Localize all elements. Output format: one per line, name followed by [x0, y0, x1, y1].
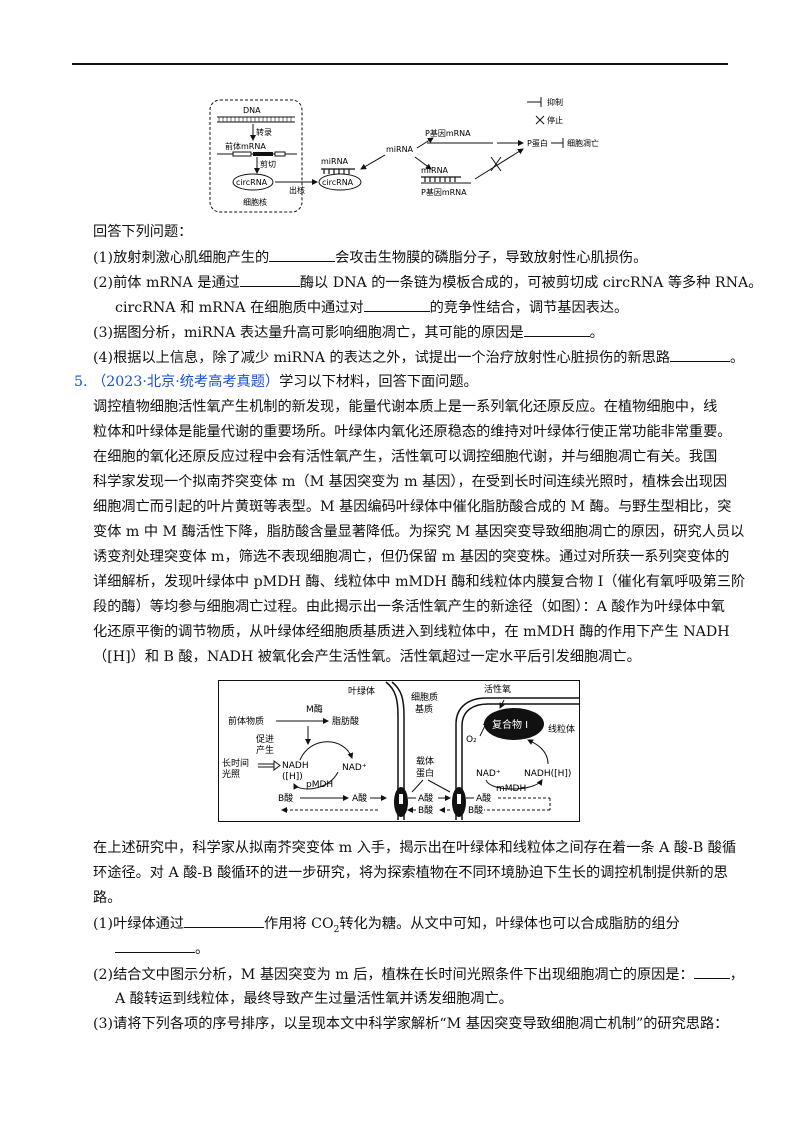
question-number: 5.: [74, 374, 88, 390]
promote-label-2: 产生: [256, 744, 274, 756]
answer-blank[interactable]: [693, 964, 730, 979]
b-acid-left-label: B酸: [278, 793, 293, 804]
mirna-bound-label: miRNA: [321, 157, 349, 166]
legend-stop-label: 停止: [547, 115, 563, 125]
nad-left-label: NAD⁺: [342, 763, 367, 773]
q5-part1-cont: 。: [115, 938, 209, 959]
nad-right-label: NAD⁺: [476, 769, 501, 779]
apoptosis-label: 细胞凋亡: [567, 138, 599, 148]
b-acid-mid-label: B酸: [418, 805, 433, 816]
q4-part2-cont: circRNA 和 mRNA 在细胞质中通过对的竞争性结合，调节基因表达。: [115, 297, 628, 318]
circrna-nucleus-label: circRNA: [236, 178, 268, 187]
q5-header: 5. （2023·北京·统考高考真题）学习以下材料，回答下面问题。: [74, 372, 478, 392]
fatty-acid-label: 脂肪酸: [332, 715, 359, 727]
long-light-label-1: 长时间: [222, 757, 249, 769]
answer-blank[interactable]: [523, 322, 590, 337]
ros-pathway-diagram: 叶绿体 细胞质 基质 活性氧 前体物质 M酶 脂肪酸 促进 产生 长时间 光照 …: [218, 680, 580, 822]
mitochondria-label: 线粒体: [548, 723, 575, 735]
p-mrna-bottom-label: P基因mRNA: [421, 187, 467, 197]
passage-line: 化还原平衡的调节物质，从叶绿体经细胞质基质进入到线粒体中，在 mMDH 酶的作用…: [93, 624, 730, 640]
a-acid-mid-label: A酸: [418, 793, 433, 804]
circrna-cyto-label: circRNA: [322, 178, 354, 187]
export-label: 出核: [289, 185, 305, 195]
answer-blank[interactable]: [670, 347, 731, 362]
carrier-label-1: 载体: [416, 755, 434, 767]
q5-part1: (1)叶绿体通过作用将 CO2转化为糖。从文中可知，叶绿体也可以合成脂肪的组分: [93, 913, 680, 940]
q4-part2: (2)前体 mRNA 是通过酶以 DNA 的一条链为模板合成的，可被剪切成 ci…: [93, 272, 762, 293]
a-acid-left-label: A酸: [352, 793, 367, 804]
q5-part3: (3)请将下列各项的序号排序，以呈现本文中科学家解析“M 基因突变导致细胞凋亡机…: [93, 1016, 729, 1032]
pre-mrna-label: 前体mRNA: [225, 141, 266, 151]
passage-line: 粒体和叶绿体是能量代谢的重要场所。叶绿体内氧化还原稳态的维持对叶绿体行使正常功能…: [93, 424, 732, 440]
q5-part2-cont: A 酸转运到线粒体，最终导致产生过量活性氧并诱发细胞凋亡。: [115, 991, 513, 1007]
mirna-lower-label: miRNA: [421, 166, 449, 175]
after-figure-line: 在上述研究中，科学家从拟南芥突变体 m 入手，揭示出在叶绿体和线粒体之间存在着一…: [93, 840, 737, 856]
q4-part1: (1)放射刺激心肌细胞产生的会攻击生物膜的磷脂分子，导致放射性心肌损伤。: [93, 247, 647, 268]
long-light-label-2: 光照: [222, 768, 240, 780]
passage-line: 诱变剂处理突变体 m，筛选不表现细胞凋亡，但仍保留 m 基因的突变株。通过对所获…: [93, 549, 730, 565]
passage-line: 在细胞的氧化还原反应过程中会有活性氧产生，活性氧可以调控细胞代谢，并与细胞凋亡有…: [93, 449, 718, 465]
answer-blank[interactable]: [363, 297, 430, 312]
precursor-label: 前体物质: [228, 715, 264, 727]
question-source[interactable]: （2023·北京·统考高考真题）: [92, 374, 280, 390]
nadh-right-label: NADH([H]): [524, 769, 571, 779]
cytosol-label-2: 基质: [415, 703, 433, 715]
passage-line: 变体 m 中 M 酶活性下降，脂肪酸含量显著降低。为探究 M 基因突变导致细胞凋…: [93, 524, 745, 540]
passage-line: 细胞凋亡而引起的叶片黄斑等表型。M 基因编码叶绿体中催化脂肪酸合成的 M 酶。与…: [93, 499, 732, 515]
circrna-mirna-diagram: DNA 转录 前体mRNA 剪切 circRNA 细胞核 出核 miRNA ci…: [209, 97, 599, 213]
m-enzyme-label: M酶: [306, 703, 323, 715]
a-acid-right-label: A酸: [476, 793, 491, 804]
p-mrna-top-label: P基因mRNA: [425, 128, 471, 138]
legend-inhibit-label: 抑制: [547, 97, 563, 107]
o2-label: O₂: [466, 735, 477, 745]
answer-blank[interactable]: [269, 247, 336, 262]
q5-part2: (2)结合文中图示分析，M 基因突变为 m 后，植株在长时间光照条件下出现细胞凋…: [93, 964, 744, 985]
passage-line: 科学家发现一个拟南芥突变体 m（M 基因突变为 m 基因），在受到长时间连续光照…: [93, 474, 728, 490]
chloroplast-label: 叶绿体: [348, 685, 375, 697]
nadh-left-label-1: NADH: [282, 761, 309, 771]
b-acid-right-label: B酸: [468, 805, 483, 816]
passage-line: 调控植物细胞活性氧产生机制的新发现，能量代谢本质上是一系列氧化还原反应。在植物细…: [93, 399, 718, 415]
mirna-center-label: miRNA: [386, 145, 414, 154]
transcription-label: 转录: [256, 127, 272, 137]
ros-label: 活性氧: [484, 683, 511, 695]
carrier-label-2: 蛋白: [416, 767, 434, 779]
mmdh-label: mMDH: [496, 784, 526, 794]
promote-label-1: 促进: [256, 733, 274, 745]
passage-line: 段的酶）等均参与细胞凋亡过程。由此揭示出一条活性氧产生的新途径（如图）：A 酸作…: [93, 599, 725, 615]
splice-label: 剪切: [260, 159, 276, 169]
cytosol-label-1: 细胞质: [411, 691, 438, 703]
answer-blank[interactable]: [184, 913, 265, 928]
nucleus-label: 细胞核: [243, 197, 267, 207]
q4-part3: (3)据图分析，miRNA 表达量升高可影响细胞凋亡，其可能的原因是。: [93, 322, 604, 343]
complex-label: 复合物 I: [492, 718, 528, 731]
answer-blank[interactable]: [115, 938, 195, 953]
q4-part4: (4)根据以上信息，除了减少 miRNA 的表达之外，试提出一个治疗放射性心脏损…: [93, 347, 744, 368]
q4-intro: 回答下列问题：: [93, 224, 193, 240]
after-figure-line: 环途径。对 A 酸-B 酸循环的进一步研究，将为探索植物在不同环境胁迫下生长的调…: [93, 865, 728, 881]
header-rule: [72, 63, 728, 65]
p-protein-label: P蛋白: [527, 138, 548, 148]
passage-line: （[H]）和 B 酸，NADH 被氧化会产生活性氧。活性氧超过一定水平后引发细胞…: [93, 649, 641, 665]
after-figure-line: 路。: [93, 890, 122, 906]
answer-blank[interactable]: [239, 272, 300, 287]
question-lead: 学习以下材料，回答下面问题。: [279, 374, 478, 390]
nadh-left-label-2: ([H]): [282, 772, 303, 782]
dna-label: DNA: [243, 106, 261, 115]
pmdh-label: pMDH: [306, 780, 333, 790]
passage-line: 详细解析，发现叶绿体中 pMDH 酶、线粒体中 mMDH 酶和线粒体内膜复合物 …: [93, 574, 746, 590]
